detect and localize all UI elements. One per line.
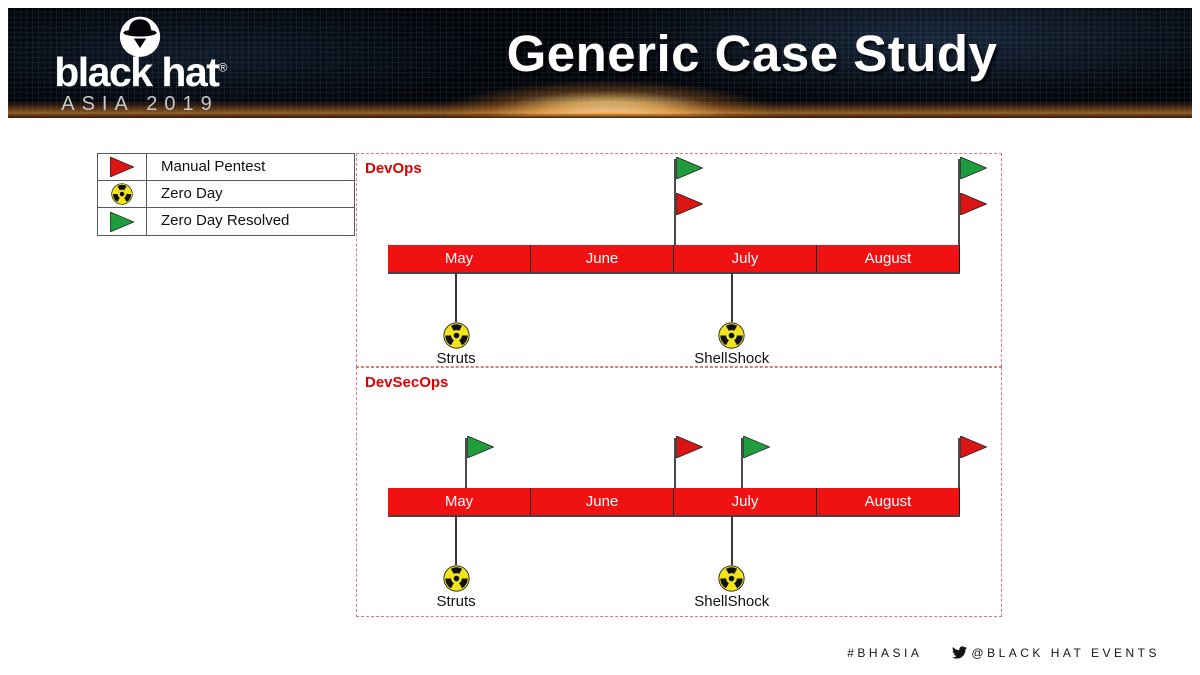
flag-pole	[674, 438, 676, 488]
twitter-handle: @BLACK HAT EVENTS	[952, 645, 1160, 660]
marker-label: Struts	[436, 593, 476, 610]
devops-timeline-panel: DevOps May June July August Struts	[356, 153, 1002, 367]
twitter-handle-text: @BLACK HAT EVENTS	[971, 645, 1160, 660]
legend-table: Manual Pentest Zero Day Zero Day Resolve…	[97, 153, 355, 236]
flag-pole	[740, 438, 743, 488]
zero-day-resolved-flag-icon	[743, 436, 770, 458]
footer: #BHASIA @BLACK HAT EVENTS	[847, 645, 1160, 660]
month-cell: August	[817, 245, 960, 272]
manual-pentest-flag-icon	[110, 157, 134, 177]
marker-stem	[455, 272, 458, 322]
event-hashtag: #BHASIA	[847, 645, 923, 660]
month-cell: May	[388, 245, 531, 272]
blackhat-logo: black hat® ASIA 2019	[18, 10, 262, 116]
legend-label: Manual Pentest	[161, 158, 266, 175]
legend-label: Zero Day	[161, 185, 223, 202]
month-cell: June	[531, 488, 674, 515]
zero-day-radiation-icon	[111, 183, 133, 205]
month-cell: August	[817, 488, 960, 515]
brand-text: black hat	[54, 49, 220, 95]
zero-day-marker-struts: Struts	[396, 515, 516, 610]
zero-day-radiation-icon	[443, 565, 470, 592]
flag-pole	[958, 159, 960, 245]
legend-row-zero-day-resolved: Zero Day Resolved	[98, 208, 354, 235]
legend-row-manual-pentest: Manual Pentest	[98, 154, 354, 181]
panel-title: DevOps	[365, 160, 422, 177]
devops-month-bar: May June July August Struts ShellShock	[388, 245, 960, 367]
manual-pentest-flag-icon	[960, 193, 987, 215]
devsecops-month-bar: May June July August Struts	[388, 488, 960, 610]
manual-pentest-flag-icon	[676, 436, 703, 458]
blackhat-hat-icon	[119, 16, 161, 57]
marker-label: ShellShock	[694, 593, 770, 610]
zero-day-marker-struts: Struts	[396, 272, 516, 367]
zero-day-radiation-icon	[718, 565, 745, 592]
manual-pentest-flag-icon	[676, 193, 703, 215]
devsecops-timeline-panel: DevSecOps May June July August Struts	[356, 367, 1002, 617]
legend-label: Zero Day Resolved	[161, 212, 290, 229]
zero-day-resolved-flag-icon	[960, 157, 987, 179]
zero-day-radiation-icon	[443, 322, 470, 349]
month-cell: July	[674, 488, 817, 515]
marker-stem	[730, 515, 733, 565]
zero-day-resolved-flag-icon	[110, 212, 134, 232]
month-cell: May	[388, 488, 531, 515]
twitter-bird-icon	[952, 645, 967, 660]
panel-title: DevSecOps	[365, 374, 449, 391]
flag-pole	[465, 438, 467, 488]
marker-label: Struts	[436, 350, 476, 367]
month-cell: June	[531, 245, 674, 272]
brand-wordmark: black hat®	[18, 52, 262, 93]
legend-row-zero-day: Zero Day	[98, 181, 354, 208]
marker-stem	[455, 515, 458, 565]
brand-subtitle: ASIA 2019	[61, 93, 219, 115]
manual-pentest-flag-icon	[960, 436, 987, 458]
month-cell: July	[674, 245, 817, 272]
zero-day-marker-shellshock: ShellShock	[672, 272, 792, 367]
zero-day-resolved-flag-icon	[676, 157, 703, 179]
registered-mark: ®	[218, 60, 227, 75]
slide-title: Generic Case Study	[506, 25, 998, 82]
marker-label: ShellShock	[694, 350, 770, 367]
marker-stem	[730, 272, 733, 322]
zero-day-resolved-flag-icon	[467, 436, 494, 458]
zero-day-radiation-icon	[718, 322, 745, 349]
zero-day-marker-shellshock: ShellShock	[672, 515, 792, 610]
flag-pole	[674, 159, 676, 245]
flag-pole	[958, 438, 960, 488]
header-banner: black hat® ASIA 2019 Generic Case Study	[8, 8, 1192, 118]
header-horizon-band	[8, 101, 1192, 118]
